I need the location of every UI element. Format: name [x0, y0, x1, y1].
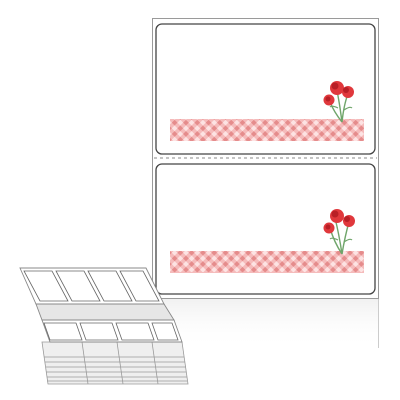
label-sheet	[152, 18, 379, 354]
fanfold-stack-icon	[14, 262, 194, 392]
label-2	[155, 163, 376, 295]
carnation-icon	[323, 209, 355, 255]
label-1	[155, 23, 376, 155]
carnation-icon	[323, 81, 354, 123]
